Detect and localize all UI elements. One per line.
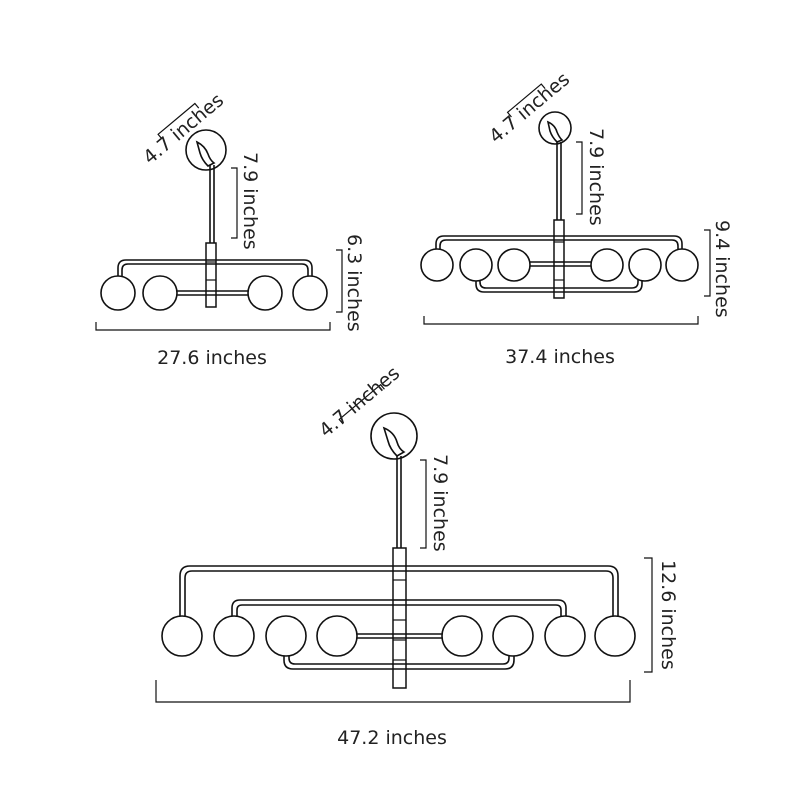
arm-top [435, 235, 683, 260]
canopy [370, 412, 418, 460]
globe [161, 615, 203, 657]
canopy-dimension [506, 83, 546, 118]
arm-outer [179, 565, 619, 618]
rod-label: 7.9 inches [239, 152, 261, 250]
height-label: 12.6 inches [657, 560, 679, 670]
width-dimension [423, 316, 699, 325]
arm-bottom [475, 272, 643, 293]
canopy-mount [382, 426, 406, 457]
height-dimension [336, 249, 343, 313]
center-column [205, 242, 217, 308]
fixture-8-light: 4.7 inches 7.9 inches 12.6 inches 47.2 i… [155, 362, 679, 749]
rod-dimension [420, 459, 427, 549]
arm-bottom [283, 646, 515, 670]
rod-label: 7.9 inches [429, 454, 451, 552]
canopy-label: 4.7 inches [315, 362, 404, 442]
arm-inner [231, 599, 567, 622]
canopy-label: 4.7 inches [139, 89, 228, 169]
canopy-label: 4.7 inches [485, 68, 574, 148]
fixture-4-light: 4.7 inches 7.9 inches 6.3 inches 27.6 in… [95, 89, 365, 369]
canopy-mount [546, 120, 564, 143]
globe [590, 248, 624, 282]
globe [441, 615, 483, 657]
width-label: 47.2 inches [337, 727, 447, 749]
rod-label: 7.9 inches [585, 128, 607, 226]
globe [292, 275, 328, 311]
height-label: 9.4 inches [711, 220, 733, 318]
globe [420, 248, 454, 282]
globe [544, 615, 586, 657]
globe [594, 615, 636, 657]
arm-top [117, 259, 313, 282]
width-dimension [95, 322, 331, 331]
width-dimension [155, 680, 631, 703]
center-column [392, 547, 407, 689]
rod-dimension [576, 141, 583, 215]
width-label: 37.4 inches [505, 346, 615, 368]
canopy [538, 111, 572, 145]
fixture-6-light: 4.7 inches 7.9 inches 9.4 inches 37.4 in… [420, 68, 733, 368]
canopy-dimension [338, 383, 385, 425]
globe [492, 615, 534, 657]
globe [142, 275, 178, 311]
globe [316, 615, 358, 657]
width-label: 27.6 inches [157, 347, 267, 369]
height-dimension [704, 229, 711, 297]
globe [213, 615, 255, 657]
globe [459, 248, 493, 282]
center-column [553, 219, 565, 299]
globe [247, 275, 283, 311]
canopy [185, 129, 227, 171]
globe [665, 248, 699, 282]
globe [100, 275, 136, 311]
globe [628, 248, 662, 282]
rod-dimension [231, 167, 238, 239]
canopy-mount [195, 140, 216, 167]
height-dimension [644, 557, 653, 673]
globe [497, 248, 531, 282]
canopy-dimension [157, 102, 200, 140]
height-label: 6.3 inches [343, 234, 365, 332]
globe [265, 615, 307, 657]
